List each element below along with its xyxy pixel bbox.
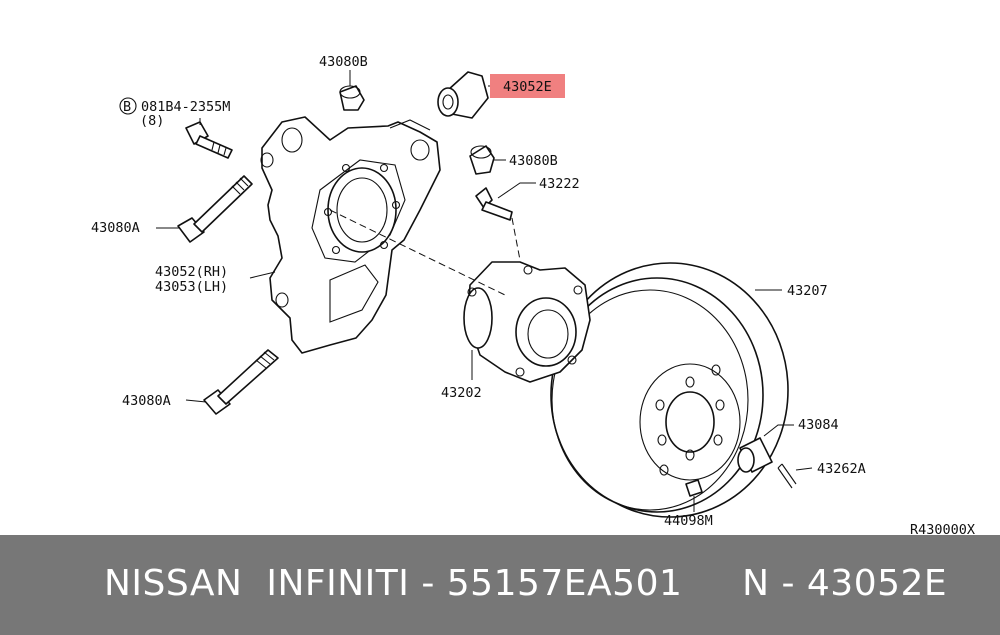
exploded-parts-diagram: B 081B4-2355M (8) 43080B 43052E 43080B 4… (91, 54, 975, 535)
bolt-43080a-upper-drawing (177, 175, 253, 243)
leader-knuckle (249, 271, 276, 279)
label-bushing-upper: 43080B (319, 54, 368, 70)
label-knuckle-rh: 43052(RH) (155, 264, 228, 280)
label-plug: 44098M (664, 513, 713, 529)
highlight-box-43052e (490, 74, 565, 98)
leader-bolt-a-lower (185, 399, 207, 403)
steering-knuckle-drawing (260, 116, 441, 354)
leader-cap (763, 424, 794, 437)
bolt-081b4-drawing (185, 121, 233, 159)
bolt-type-letter: B (123, 99, 131, 115)
alignment-line-stud (511, 217, 521, 261)
part-number-footer: NISSAN INFINITI - 55157EA501 N - 43052E (0, 535, 1000, 635)
stud-43222-drawing (475, 187, 513, 221)
label-bolt-top-qty: (8) (140, 113, 164, 129)
pin-43262a-drawing (777, 463, 797, 489)
wheel-hub-drawing (463, 261, 591, 383)
label-bolt-a-lower: 43080A (122, 393, 171, 409)
label-pin: 43262A (817, 461, 866, 477)
leader-pin (795, 467, 813, 471)
brake-rotor-drawing (550, 262, 789, 518)
bushing-43080b-right-drawing (469, 145, 495, 175)
label-cap: 43084 (798, 417, 839, 433)
label-bolt-a-upper: 43080A (91, 220, 140, 236)
footer-part-number-text: NISSAN INFINITI - 55157EA501 N - 43052E (104, 563, 948, 604)
bushing-43080b-upper-drawing (339, 85, 365, 111)
label-bolt-top: 081B4-2355M (141, 99, 230, 115)
label-bushing-highlight: 43052E (503, 79, 552, 95)
bolt-43080a-lower-drawing (203, 349, 279, 415)
label-bushing-right: 43080B (509, 153, 558, 169)
bushing-43052e-drawing (437, 71, 489, 119)
leader-stud (497, 182, 536, 199)
cap-43084-drawing (737, 437, 773, 473)
label-knuckle-lh: 43053(LH) (155, 279, 228, 295)
label-diagram-code: R430000X (910, 522, 975, 535)
plug-44098m-drawing (685, 479, 703, 497)
label-rotor: 43207 (787, 283, 828, 299)
label-hub: 43202 (441, 385, 482, 401)
bolt-type-circle-icon (119, 97, 137, 115)
label-stud: 43222 (539, 176, 580, 192)
